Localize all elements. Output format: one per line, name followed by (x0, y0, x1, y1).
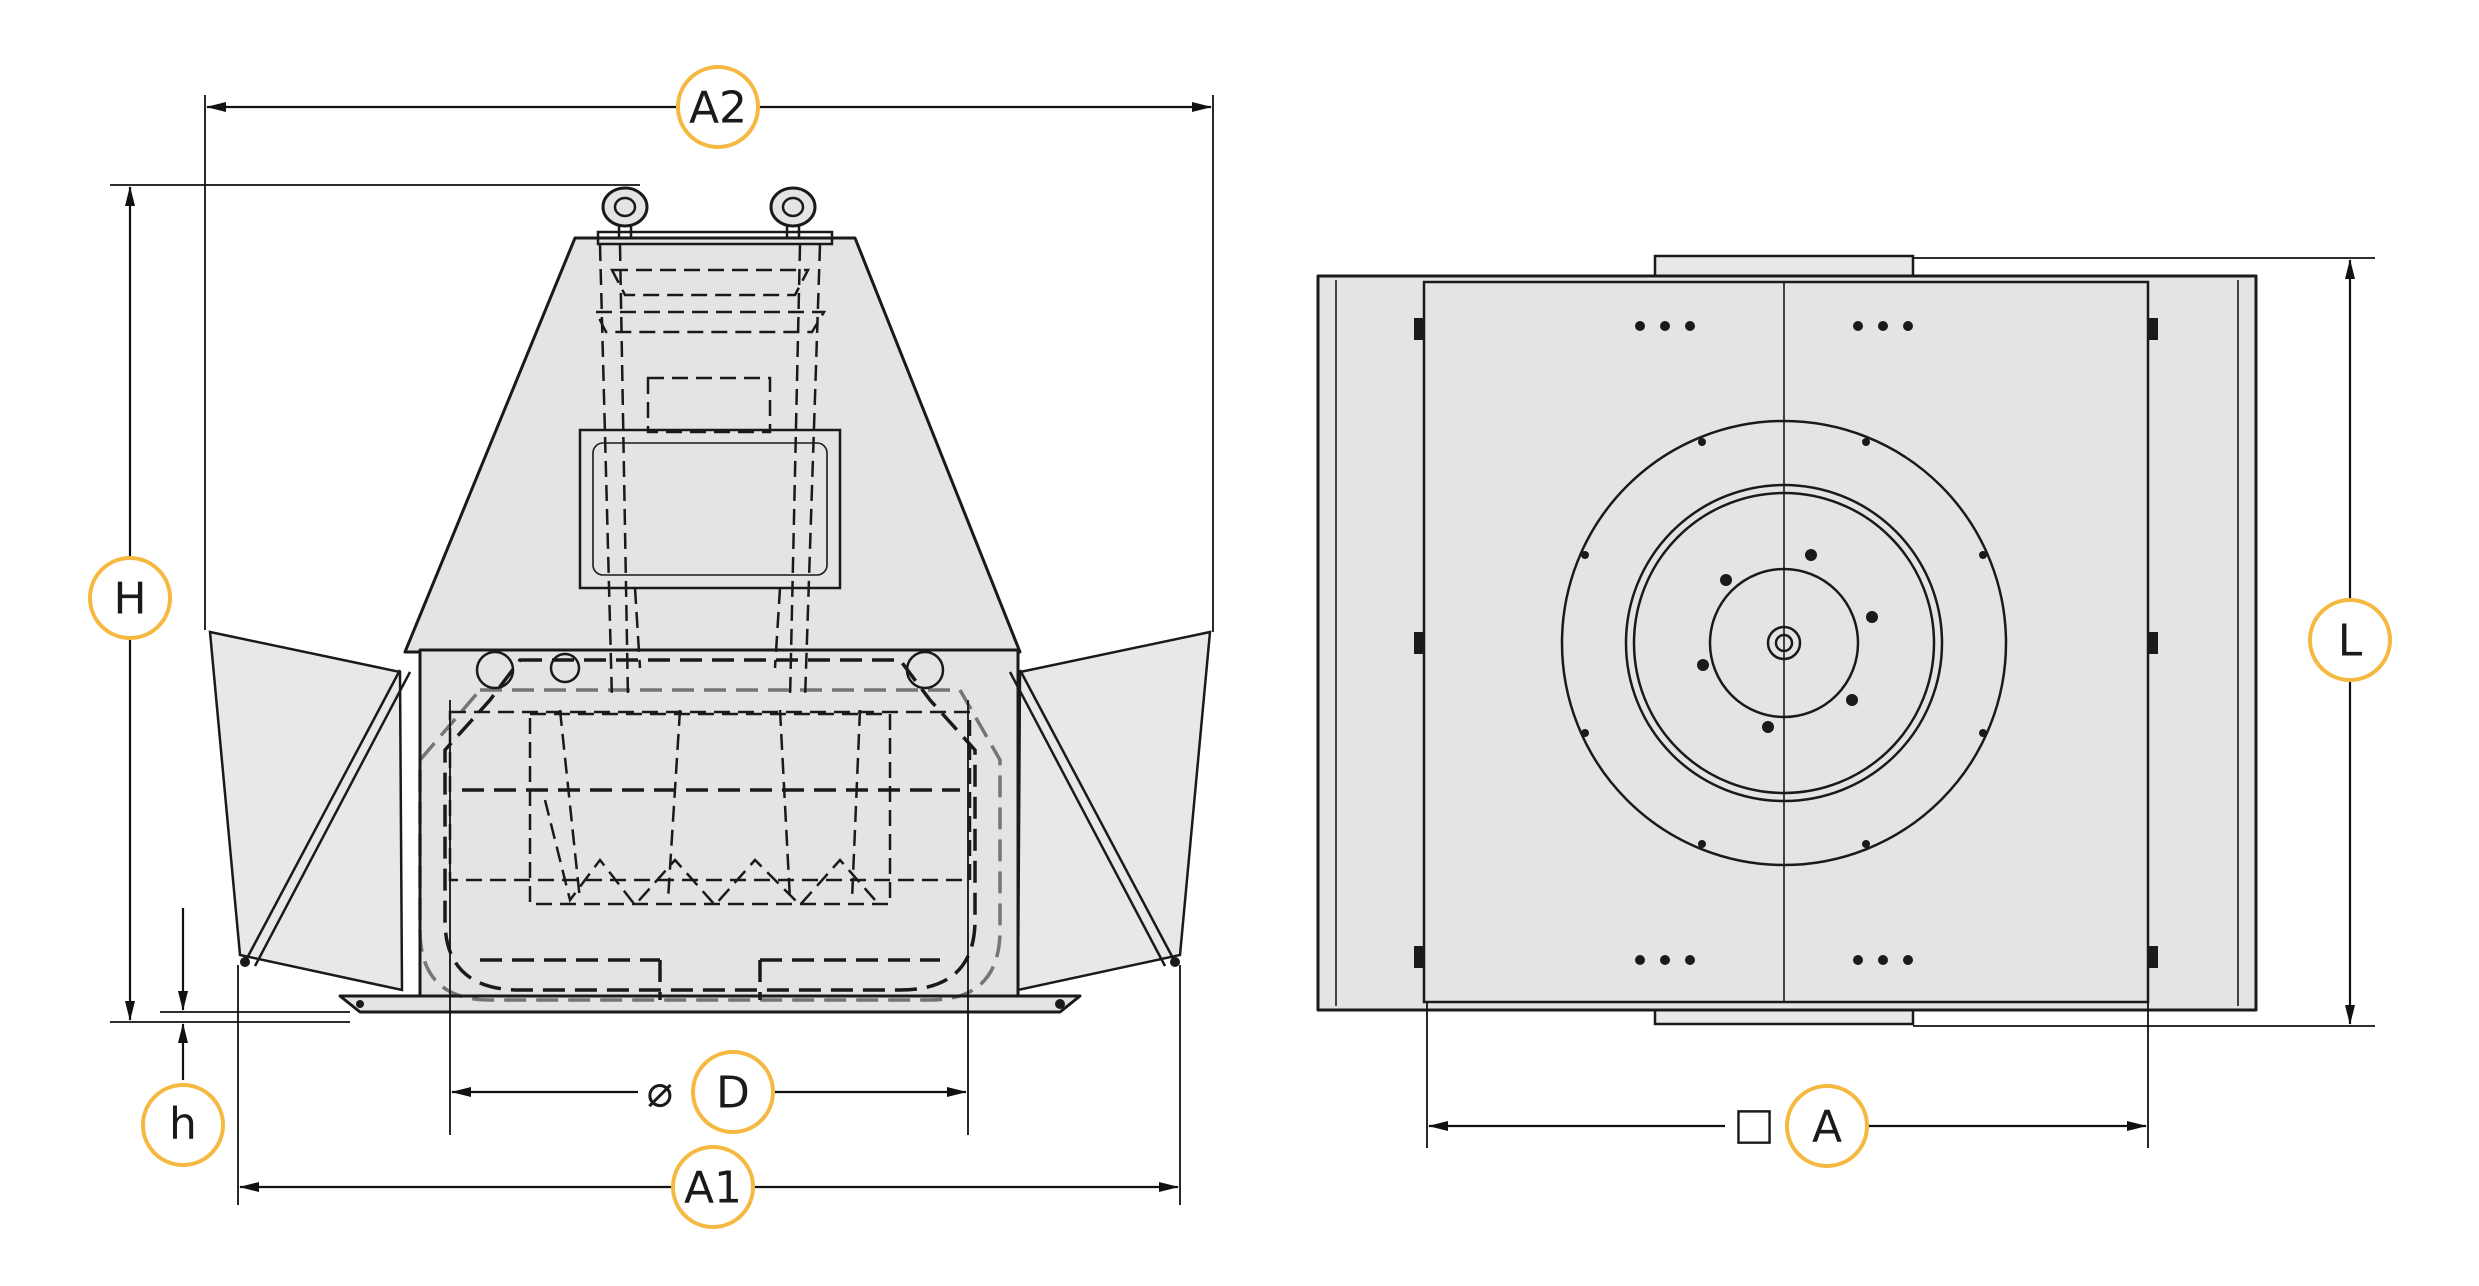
lifting-eye-left (601, 186, 649, 238)
svg-text:H: H (113, 574, 146, 625)
svg-text:D: D (716, 1068, 750, 1119)
label-a1: A1 (671, 1145, 755, 1229)
svg-text:h: h (169, 1099, 197, 1150)
diameter-symbol: ⌀ (647, 1067, 674, 1118)
label-l: L (2308, 598, 2392, 682)
label-h: H (88, 556, 172, 640)
lifting-eye-right (769, 186, 817, 238)
svg-text:A1: A1 (684, 1163, 742, 1214)
top-view (1316, 254, 2258, 1026)
side-view (208, 186, 1212, 1014)
label-a2: A2 (676, 65, 760, 149)
label-d: ⌀ D (638, 1050, 775, 1134)
svg-text:A: A (1812, 1102, 1842, 1153)
svg-text:L: L (2338, 616, 2363, 667)
label-a: □ A (1725, 1084, 1869, 1168)
svg-text:A2: A2 (689, 83, 747, 134)
label-small-h: h (141, 1083, 225, 1167)
square-symbol: □ (1733, 1099, 1775, 1150)
